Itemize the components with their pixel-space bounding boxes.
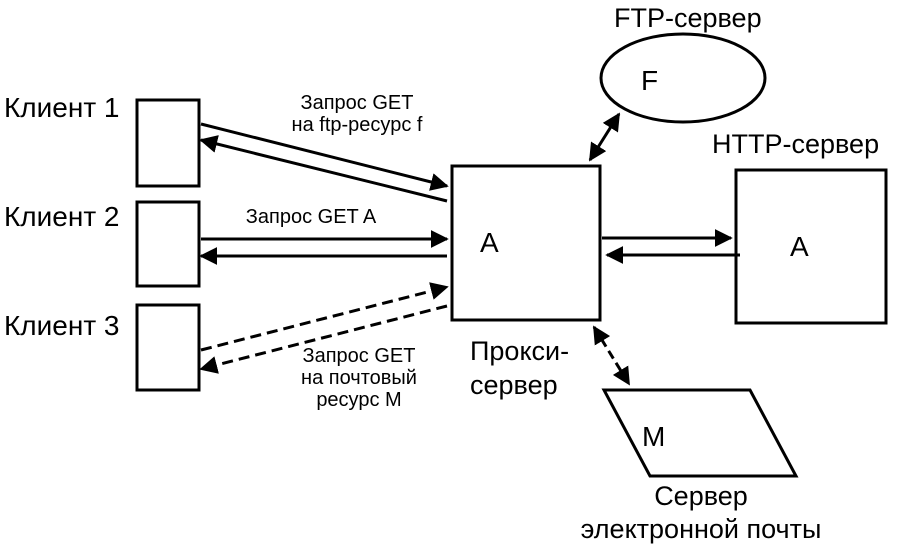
proxy-label: Прокси- сервер (470, 334, 569, 402)
http-server-label: HTTP-сервер (712, 129, 880, 159)
client1-request-arrow (200, 122, 449, 191)
proxy-ftp-arrow (588, 112, 621, 162)
client-2-label: Клиент 2 (4, 201, 120, 232)
proxy-letter: A (480, 227, 499, 258)
client-1-label: Клиент 1 (4, 92, 120, 123)
client3-request-label: Запрос GET на почтовый ресурс M (264, 345, 454, 411)
proxy-mail-arrow (592, 325, 631, 386)
client-2-box (135, 200, 201, 288)
client3-request-line2: на почтовый (301, 367, 417, 389)
mail-server-label-line2: электронной почты (580, 514, 822, 544)
client1-request-line1: Запрос GET (300, 92, 414, 114)
mail-server-shape (601, 388, 799, 478)
proxy-label-line2: сервер (470, 370, 558, 400)
client2-request-label: Запрос GET A (245, 206, 377, 228)
http-server-box (734, 168, 888, 325)
client3-response-arrow (199, 304, 448, 374)
client-3-label: Клиент 3 (4, 310, 120, 341)
client1-request-line2: на ftp-ресурс f (291, 114, 423, 136)
ftp-server-label: FTP-сервер (614, 3, 762, 33)
client1-response-arrow (199, 135, 448, 203)
ftp-server-ellipse (599, 32, 767, 124)
proxy-label-line1: Прокси- (470, 336, 570, 366)
client-1-box (135, 98, 201, 188)
client3-request-line1: Запрос GET (302, 345, 416, 367)
proxy-server-box (450, 164, 602, 322)
mail-server-label: Сервер электронной почты (556, 480, 846, 546)
client3-request-line3: ресурс M (316, 389, 402, 411)
mail-server-letter: M (642, 421, 666, 452)
client3-request-arrow (200, 282, 449, 352)
mail-server-label-line1: Сервер (654, 481, 748, 511)
client-3-box (135, 303, 201, 392)
ftp-server-letter: F (641, 65, 659, 96)
client1-request-label: Запрос GET на ftp-ресурс f (262, 92, 452, 136)
http-server-letter: A (790, 231, 809, 262)
